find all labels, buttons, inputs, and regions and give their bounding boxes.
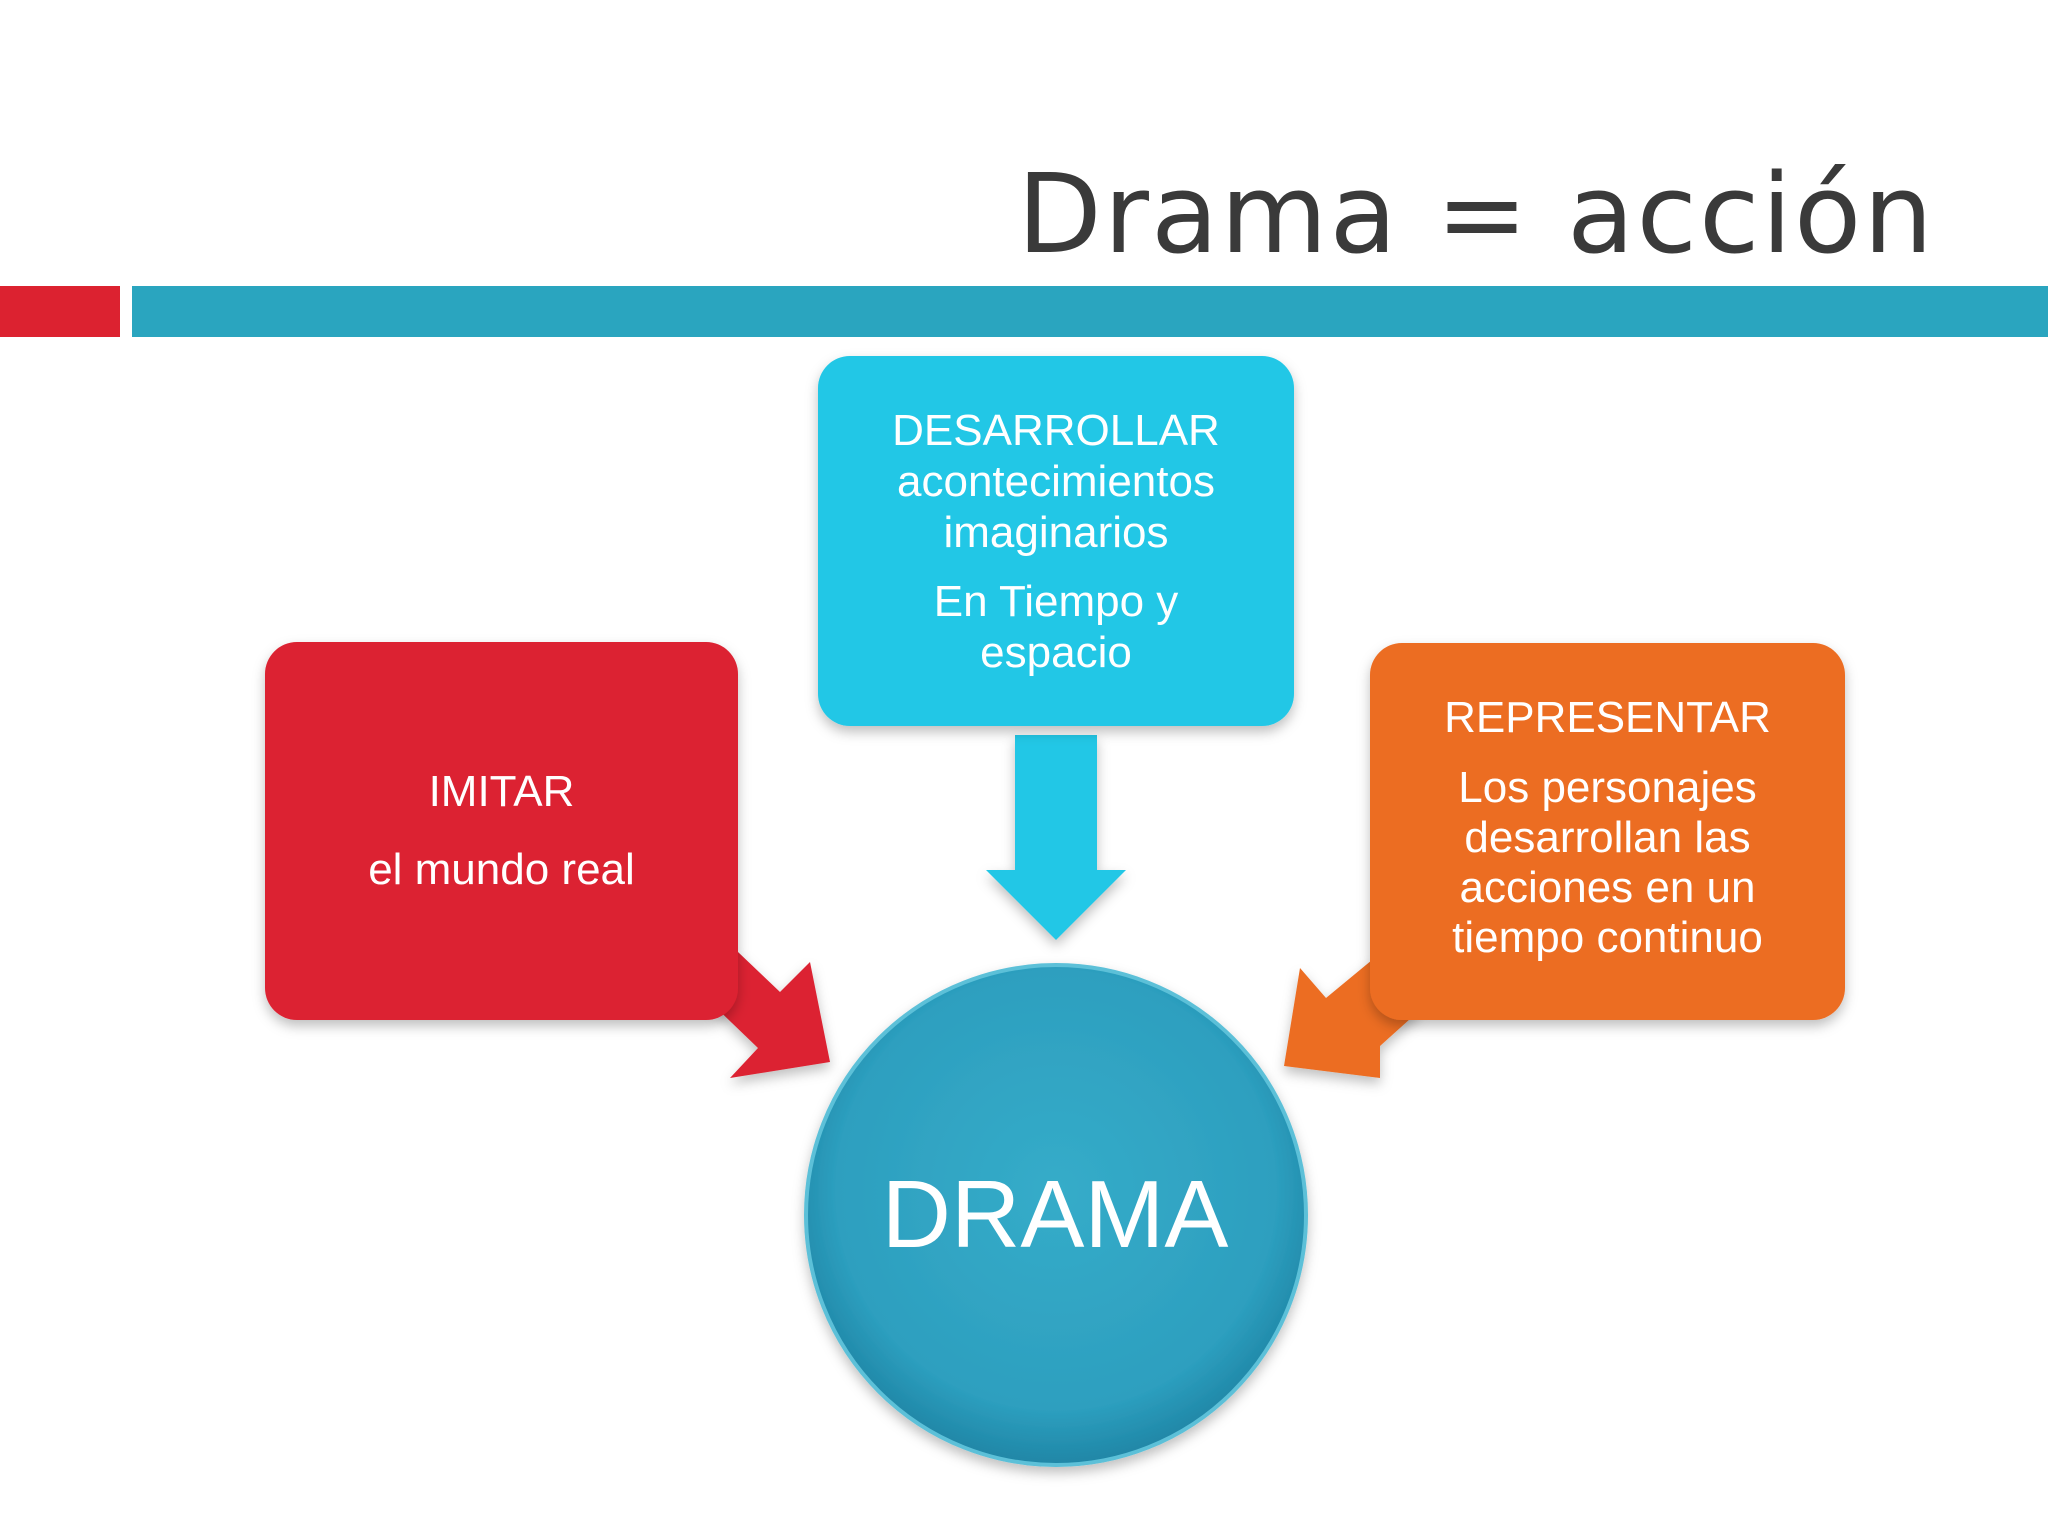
accent-bar-red — [0, 286, 120, 337]
desarrollar-extra: En Tiempo y — [933, 576, 1179, 626]
representar-line: acciones en un — [1459, 863, 1756, 912]
slide-title: Drama = acción — [1017, 150, 1935, 278]
desarrollar-extra: espacio — [980, 627, 1132, 677]
representar-line: tiempo continuo — [1452, 913, 1763, 962]
desarrollar-line: acontecimientos — [897, 456, 1215, 506]
representar-box: REPRESENTAR Los personajes desarrollan l… — [1370, 643, 1845, 1020]
accent-bar-teal — [132, 286, 2048, 337]
drama-circle-shape — [804, 963, 1308, 1467]
imitar-box-shape — [265, 642, 738, 1020]
desarrollar-line: imaginarios — [943, 507, 1169, 557]
representar-label: REPRESENTAR — [1444, 693, 1771, 742]
desarrollar-box-shape — [818, 356, 1294, 726]
representar-line: desarrollan las — [1464, 813, 1751, 862]
imitar-box: IMITAR el mundo real — [265, 642, 738, 1020]
imitar-label: IMITAR — [428, 767, 575, 816]
drama-circle-label: DRAMA — [881, 1161, 1229, 1268]
imitar-sub: el mundo real — [368, 845, 635, 894]
representar-line: Los personajes — [1458, 763, 1757, 812]
arrow-desarrollar-to-drama — [986, 735, 1126, 940]
desarrollar-box: DESARROLLAR acontecimientos imaginarios … — [818, 356, 1294, 726]
representar-box-shape — [1370, 643, 1845, 1020]
desarrollar-label: DESARROLLAR — [892, 405, 1220, 455]
